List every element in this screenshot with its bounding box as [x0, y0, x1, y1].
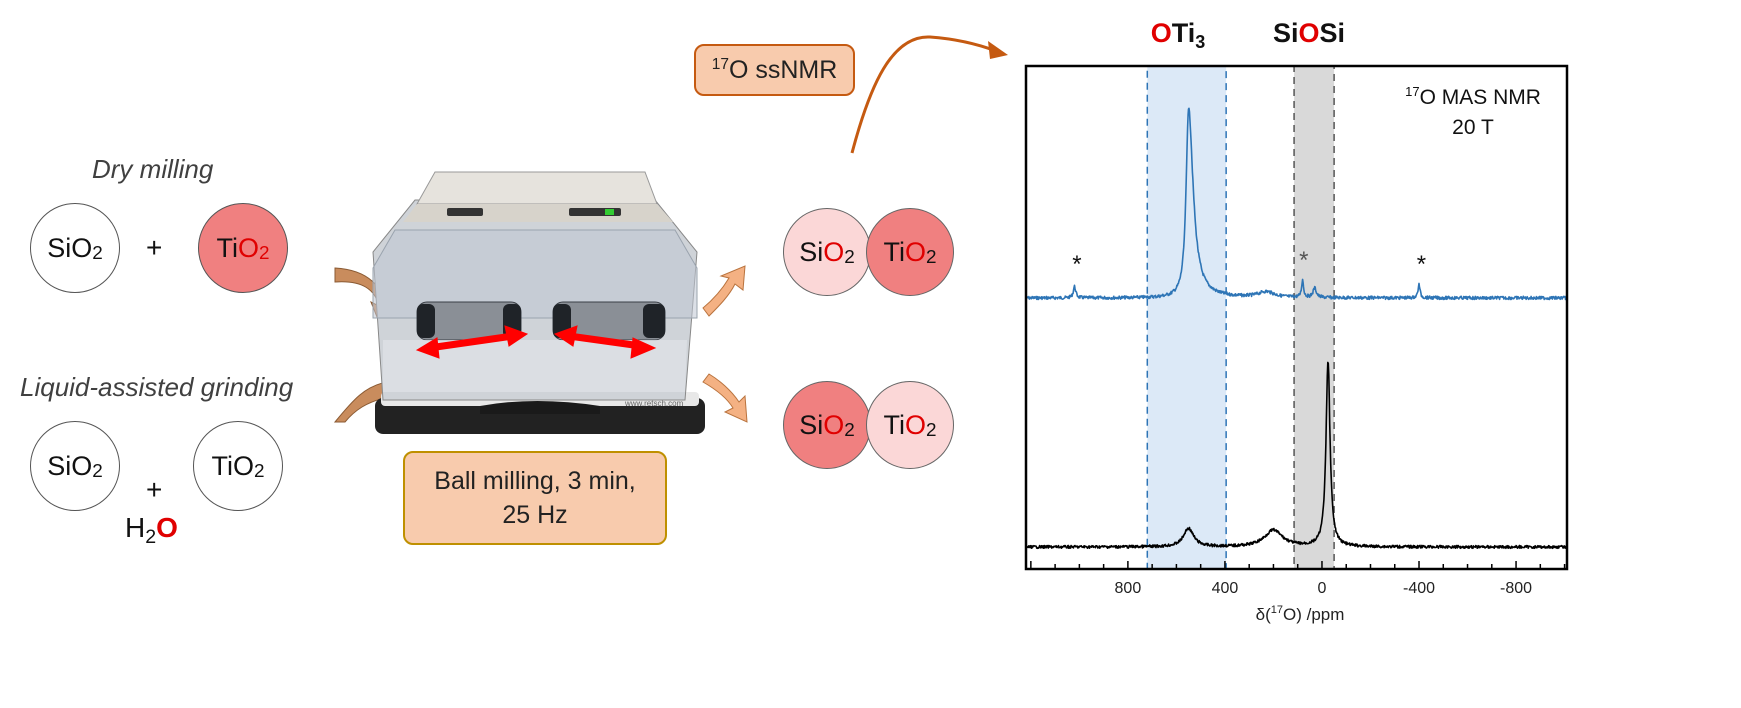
plus-sign-lag: +	[146, 474, 163, 505]
x-tick-label: -800	[1500, 580, 1532, 597]
h2o-label: H2O	[125, 512, 178, 549]
x-tick-label: -400	[1403, 580, 1435, 597]
brand-text: www.retsch.com	[624, 399, 684, 408]
shaking-arrow-right	[553, 325, 657, 359]
region-siosi	[1293, 65, 1335, 570]
spectrum-trace-bottom	[1025, 361, 1568, 550]
nmr-method-label: 17O ssNMR	[694, 44, 855, 96]
spinning-sideband-mark: *	[1417, 251, 1426, 278]
spectrum-trace-top	[1025, 107, 1568, 301]
plot-frame	[1024, 64, 1569, 571]
x-tick-label: 800	[1115, 580, 1142, 597]
lag-heading: Liquid-assisted grinding	[20, 372, 294, 402]
ball-mill-illustration: www.retsch.com	[333, 171, 748, 434]
output-arrow-bottom	[702, 373, 748, 423]
spinning-sideband-mark: *	[1072, 251, 1081, 278]
plus-sign-dry: +	[146, 232, 163, 263]
ball-milling-caption: Ball milling, 3 min,25 Hz	[403, 451, 667, 545]
output-arrow-top	[702, 265, 746, 317]
x-tick-label: 0	[1318, 580, 1327, 597]
shaking-arrow-left	[415, 325, 529, 359]
spectrum-annotation-line1: 17O MAS NMR	[1405, 84, 1541, 109]
nmr-spectrum: 800 400 0 -400 -800 δ(17O) /ppm OTi3 SiOSi 1…	[1024, 18, 1569, 624]
x-tick-label: 400	[1212, 580, 1239, 597]
spinning-sideband-mark: *	[1299, 247, 1308, 274]
region-label-oti3: OTi3	[1151, 18, 1206, 52]
spectrum-annotation-line2: 20 T	[1452, 116, 1494, 139]
dry-milling-heading: Dry milling	[92, 154, 214, 184]
axis-label-x: δ(17O) /ppm	[1256, 604, 1345, 624]
region-label-siosi: SiOSi	[1273, 18, 1345, 48]
curved-arrow-to-spectrum	[850, 35, 1008, 154]
